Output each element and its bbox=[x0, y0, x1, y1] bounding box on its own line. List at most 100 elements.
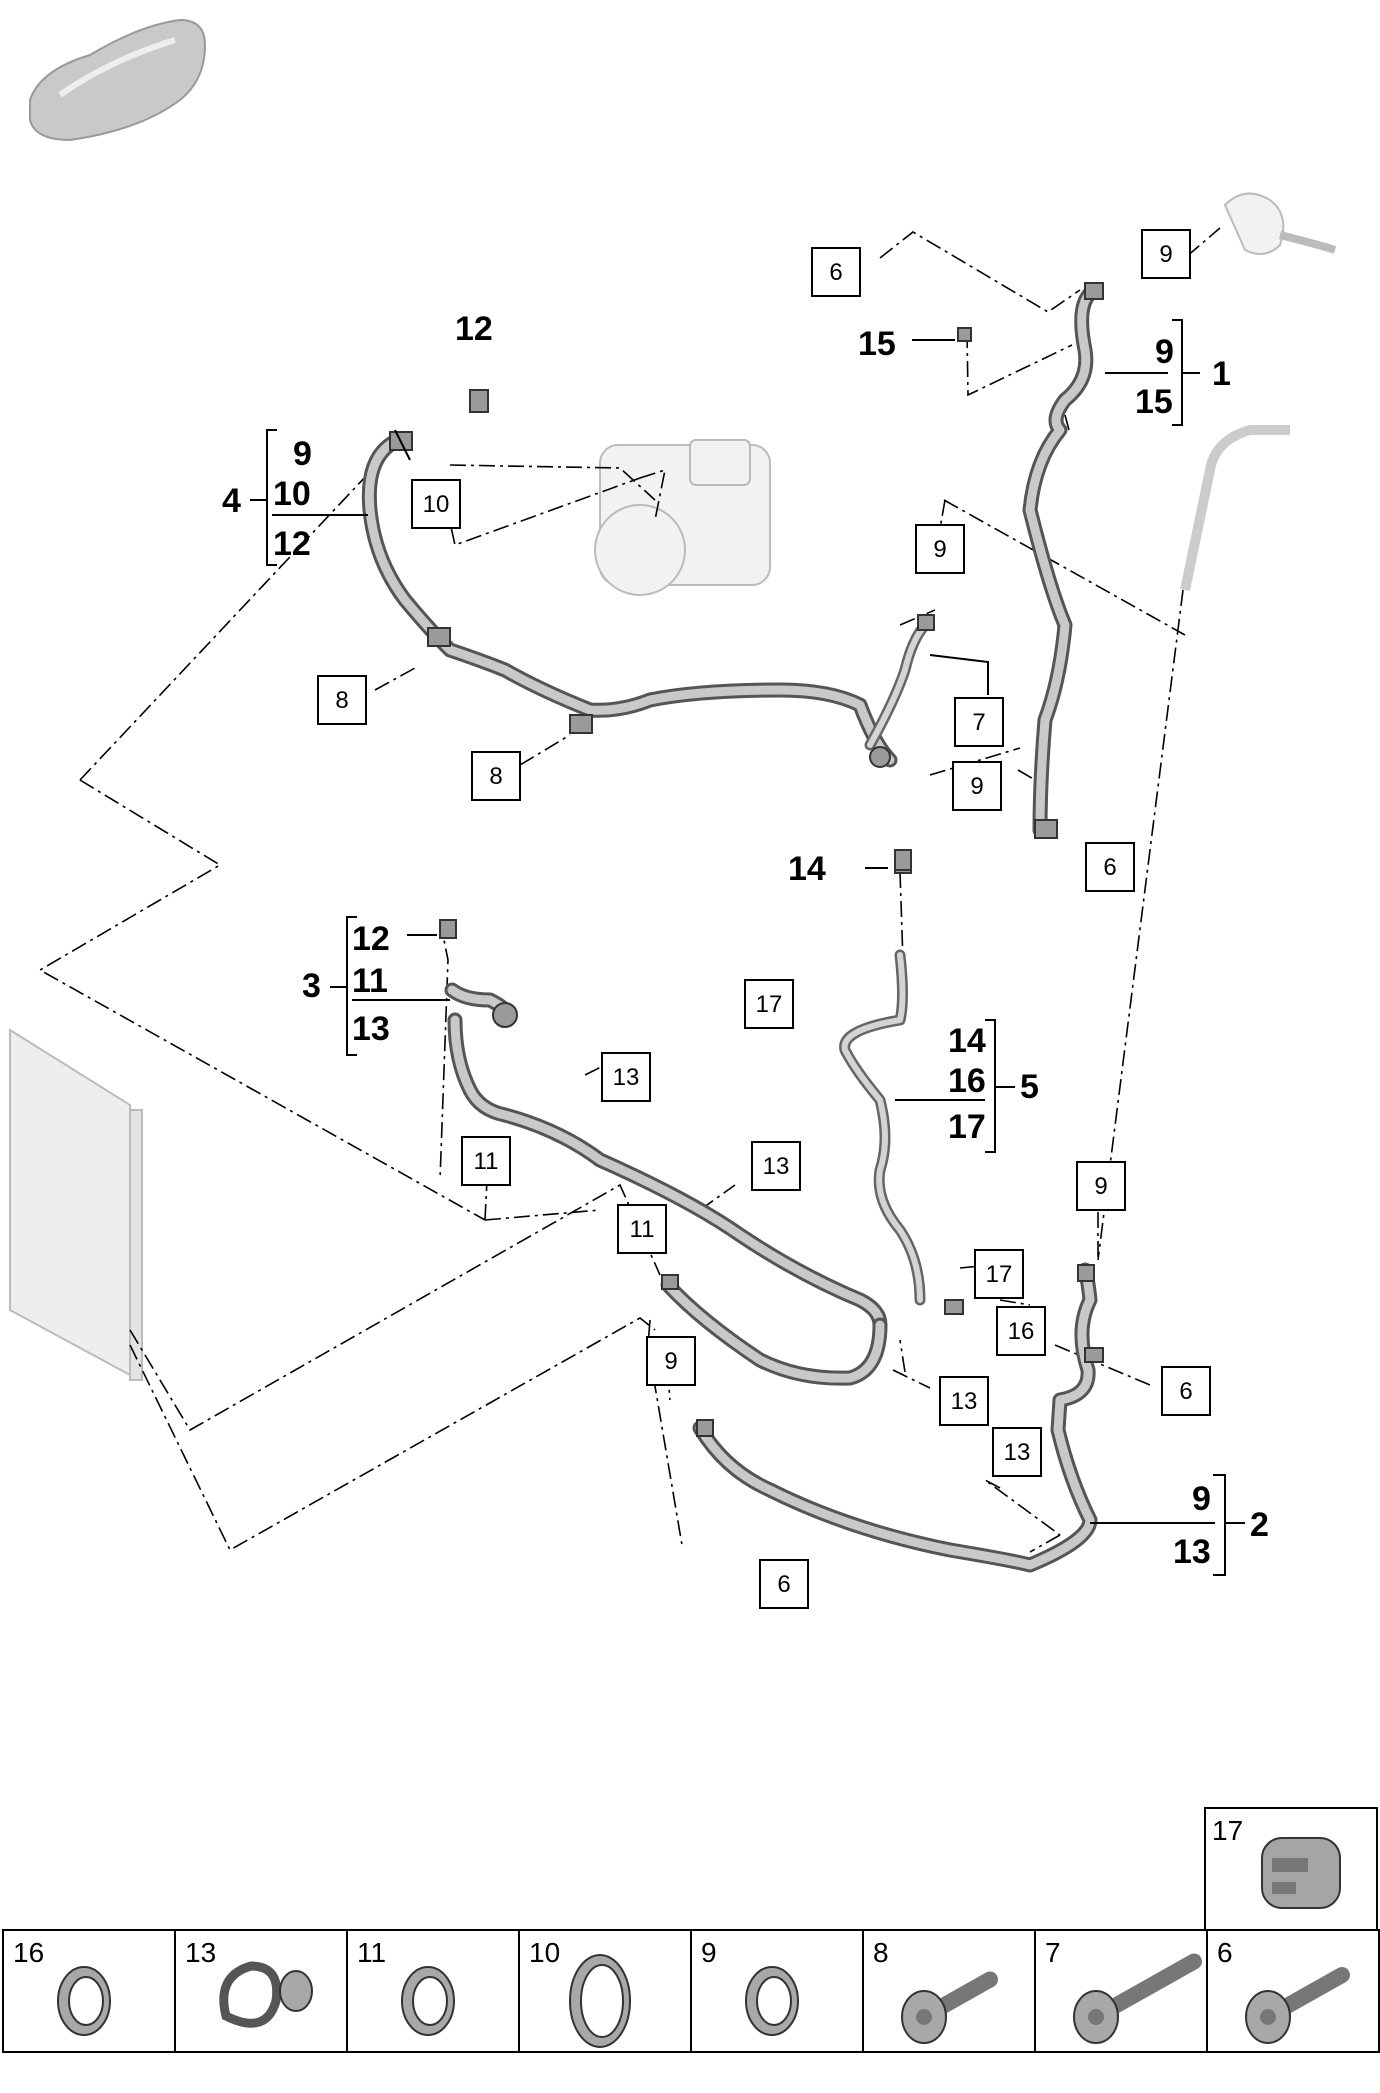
hex-bolt-long-icon bbox=[1073, 1953, 1202, 2044]
group-2-item: 9 bbox=[1192, 1480, 1211, 1518]
group-1-number: 1 bbox=[1212, 355, 1231, 393]
legend-cell-9[interactable]: 9 bbox=[690, 1929, 864, 2053]
callout-label: 6 bbox=[1103, 854, 1116, 881]
sealing-ring-large-icon bbox=[569, 1954, 631, 2048]
callout-label: 17 bbox=[756, 991, 783, 1018]
callout-9-bottom[interactable]: 9 bbox=[646, 1336, 696, 1386]
label-12: 12 bbox=[455, 310, 493, 348]
callout-6-bottom[interactable]: 6 bbox=[759, 1559, 809, 1609]
legend-cell-10[interactable]: 10 bbox=[518, 1929, 692, 2053]
callout-13-c[interactable]: 13 bbox=[939, 1376, 989, 1426]
callout-11-a[interactable]: 11 bbox=[461, 1136, 511, 1186]
legend-cell-number: 17 bbox=[1212, 1815, 1243, 1846]
legend-cell-6[interactable]: 6 bbox=[1206, 1929, 1380, 2053]
group-4-number: 4 bbox=[222, 482, 241, 520]
callout-11-b[interactable]: 11 bbox=[617, 1204, 667, 1254]
callout-label: 6 bbox=[777, 1571, 790, 1598]
callout-9-lower[interactable]: 9 bbox=[952, 761, 1002, 811]
callout-label: 13 bbox=[763, 1153, 790, 1180]
legend-cell-8[interactable]: 8 bbox=[862, 1929, 1036, 2053]
callout-label: 9 bbox=[970, 773, 983, 800]
callout-17-b[interactable]: 17 bbox=[974, 1249, 1024, 1299]
group-1: 9 15 1 bbox=[1135, 333, 1231, 421]
callout-9-mid[interactable]: 9 bbox=[915, 524, 965, 574]
callout-label: 13 bbox=[1004, 1439, 1031, 1466]
legend-cell-7[interactable]: 7 bbox=[1034, 1929, 1208, 2053]
callout-label: 13 bbox=[951, 1388, 978, 1415]
group-5-item: 14 bbox=[948, 1022, 986, 1060]
legend-cell-number: 8 bbox=[873, 1937, 889, 1968]
callout-label: 11 bbox=[630, 1216, 655, 1243]
pipe-ghost-right bbox=[1180, 425, 1290, 592]
legend-cell-number: 7 bbox=[1045, 1937, 1061, 1968]
callout-16[interactable]: 16 bbox=[996, 1306, 1046, 1356]
sealing-ring-icon bbox=[745, 1966, 799, 2036]
condenser-ghost bbox=[9, 1028, 143, 1381]
legend-cell-number: 10 bbox=[529, 1937, 560, 1968]
legend-cell-number: 9 bbox=[701, 1937, 717, 1968]
callout-6-right[interactable]: 6 bbox=[1161, 1366, 1211, 1416]
callout-6-top[interactable]: 6 bbox=[811, 247, 861, 297]
callout-label: 8 bbox=[335, 687, 348, 714]
callout-7[interactable]: 7 bbox=[954, 697, 1004, 747]
group-5: 14 16 17 5 bbox=[948, 1022, 1039, 1146]
callout-8-right[interactable]: 8 bbox=[471, 751, 521, 801]
callout-9-top[interactable]: 9 bbox=[1141, 229, 1191, 279]
compressor-ghost bbox=[594, 439, 771, 596]
callout-13-a[interactable]: 13 bbox=[601, 1052, 651, 1102]
group-5-number: 5 bbox=[1020, 1068, 1039, 1106]
cap-icon bbox=[1261, 1837, 1341, 1909]
hex-bolt-icon bbox=[1245, 1967, 1350, 2044]
group-2: 9 13 2 bbox=[1173, 1480, 1269, 1571]
pipe-assembly-4 bbox=[361, 431, 935, 768]
group-3-item: 12 bbox=[352, 920, 390, 958]
callout-label: 9 bbox=[1159, 241, 1172, 268]
pipe-assembly-2 bbox=[692, 1262, 1104, 1573]
callout-label: 6 bbox=[1179, 1378, 1192, 1405]
legend-cell-number: 16 bbox=[13, 1937, 44, 1968]
legend-cell-13[interactable]: 13 bbox=[174, 1929, 348, 2053]
callout-8-left[interactable]: 8 bbox=[317, 675, 367, 725]
group-3-number: 3 bbox=[302, 967, 321, 1005]
legend-cell-16[interactable]: 16 bbox=[2, 1929, 176, 2053]
group-1-item: 15 bbox=[1135, 383, 1173, 421]
sealing-ring-icon bbox=[57, 1966, 111, 2036]
hex-bolt-short-icon bbox=[901, 1971, 998, 2044]
group-3-item: 11 bbox=[352, 962, 388, 1000]
callout-label: 8 bbox=[489, 763, 502, 790]
group-4-item: 10 bbox=[273, 475, 311, 513]
parts-legend: 17 16 13 11 10 9 8 7 6 bbox=[2, 1807, 1380, 2053]
vehicle-thumbnail-icon bbox=[29, 18, 207, 142]
callout-label: 17 bbox=[986, 1261, 1013, 1288]
group-3-item: 13 bbox=[352, 1010, 390, 1048]
callout-13-b[interactable]: 13 bbox=[751, 1141, 801, 1191]
callout-label: 6 bbox=[829, 259, 842, 286]
pipe-assembly-3 bbox=[439, 919, 888, 1386]
group-4-item: 12 bbox=[273, 525, 311, 563]
group-5-item: 16 bbox=[948, 1062, 986, 1100]
legend-cell-number: 11 bbox=[357, 1937, 386, 1968]
legend-cell-number: 6 bbox=[1217, 1937, 1233, 1968]
callout-9-right[interactable]: 9 bbox=[1076, 1161, 1126, 1211]
hose-clip-icon bbox=[219, 1961, 313, 2028]
leader-lines bbox=[250, 319, 1245, 1576]
group-2-item: 13 bbox=[1173, 1533, 1211, 1571]
callout-10[interactable]: 10 bbox=[411, 479, 461, 529]
callout-6-mid[interactable]: 6 bbox=[1085, 842, 1135, 892]
group-1-item: 9 bbox=[1155, 333, 1174, 371]
legend-cell-number: 13 bbox=[185, 1937, 216, 1968]
group-4: 9 10 12 4 bbox=[222, 435, 312, 563]
callout-label: 9 bbox=[933, 536, 946, 563]
callout-13-d[interactable]: 13 bbox=[992, 1427, 1042, 1477]
callout-label: 9 bbox=[664, 1348, 677, 1375]
callout-17-a[interactable]: 17 bbox=[744, 979, 794, 1029]
connector-ghost-top-right bbox=[1223, 192, 1337, 255]
callout-label: 7 bbox=[972, 709, 985, 736]
callout-label: 11 bbox=[474, 1148, 499, 1175]
group-5-item: 17 bbox=[948, 1108, 986, 1146]
group-2-number: 2 bbox=[1250, 1506, 1269, 1544]
small-parts bbox=[469, 327, 972, 871]
legend-cell-11[interactable]: 11 bbox=[346, 1929, 520, 2053]
callout-label: 16 bbox=[1008, 1318, 1035, 1345]
